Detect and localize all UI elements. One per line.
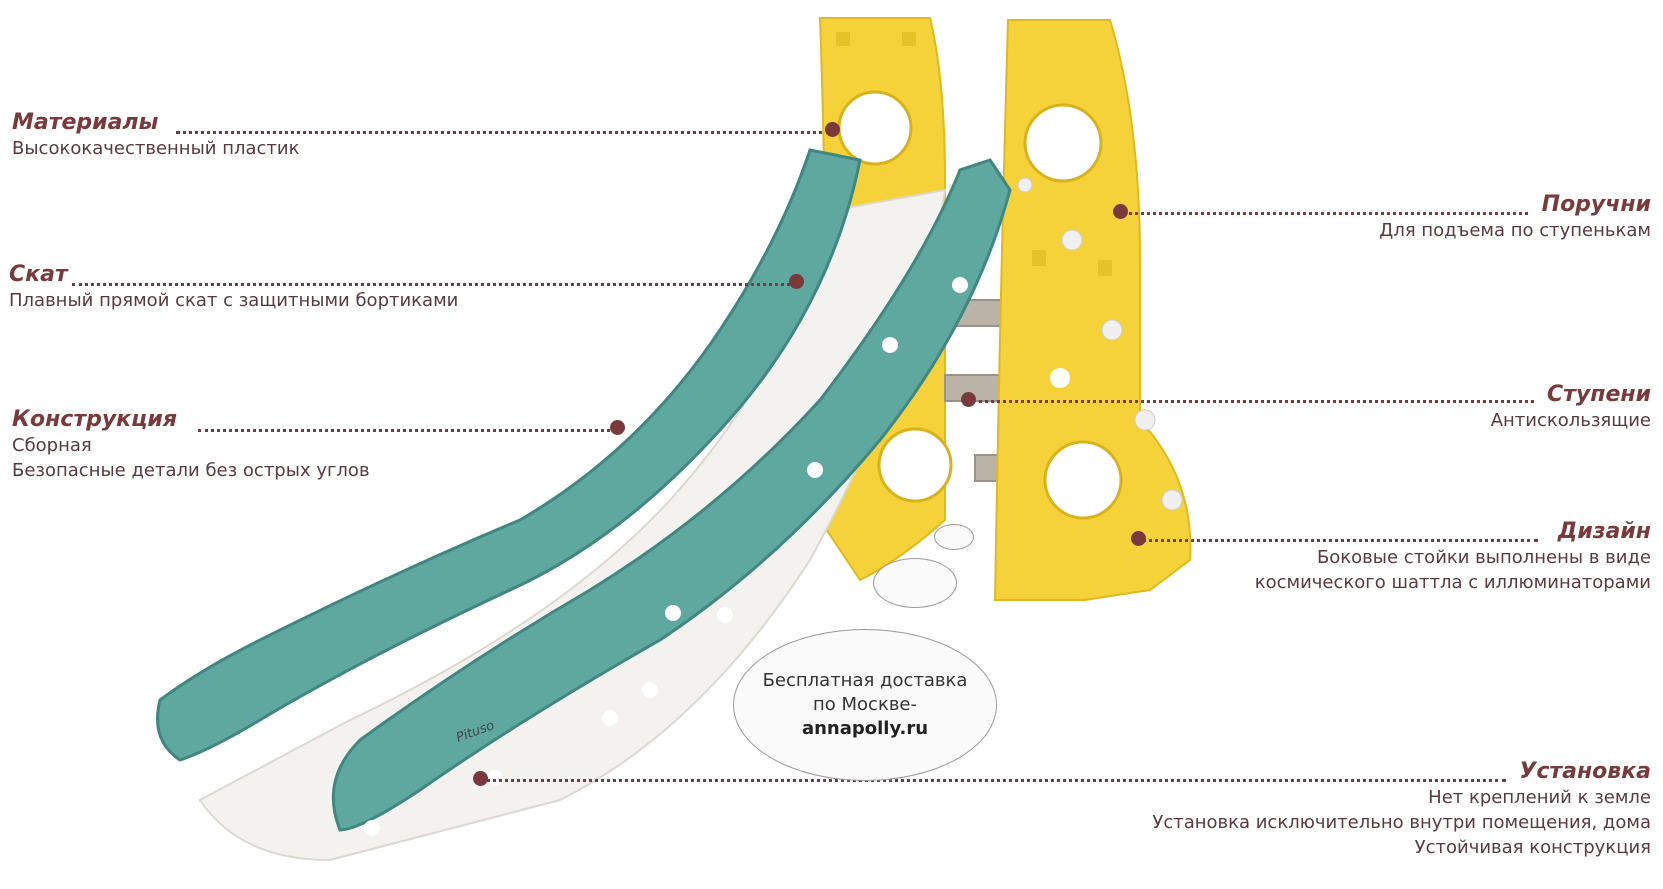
callout-steps: Ступени Антискользящие: [1491, 382, 1651, 433]
callout-installation-title: Установка: [1519, 759, 1651, 784]
callout-construction-desc-2: Безопасные детали без острых углов: [12, 460, 370, 481]
callout-handrails: Поручни Для подъема по ступенькам: [1379, 192, 1651, 243]
thought-bubble-medium: [873, 558, 957, 608]
marker-construction: [610, 420, 625, 435]
callout-slope-desc: Плавный прямой скат с защитными бортикам…: [9, 290, 459, 311]
slide-left-rail: [156, 148, 862, 762]
callout-slope: Скат Плавный прямой скат с защитными бор…: [9, 262, 458, 313]
leader-handrails: [1124, 212, 1528, 215]
callout-handrails-title: Поручни: [1541, 192, 1651, 217]
callout-installation-desc-2: Установка исключительно внутри помещения…: [1152, 812, 1651, 833]
callout-handrails-desc: Для подъема по ступенькам: [1379, 220, 1651, 241]
delivery-line-1: Бесплатная доставка: [762, 670, 968, 691]
callout-slope-title: Скат: [9, 262, 68, 287]
callout-construction-desc-1: Сборная: [12, 435, 92, 456]
slide-right-rail: [331, 158, 1012, 836]
marker-design: [1131, 531, 1146, 546]
delivery-bubble[interactable]: Бесплатная доставка по Москве- annapolly…: [733, 629, 997, 781]
callout-materials-desc: Высококачественный пластик: [12, 138, 300, 159]
delivery-line-2: по Москве-: [813, 694, 917, 715]
callout-materials: Материалы Высококачественный пластик: [12, 110, 299, 161]
marker-handrails: [1113, 204, 1128, 219]
callout-materials-title: Материалы: [12, 110, 159, 135]
marker-installation: [473, 771, 488, 786]
leader-construction: [198, 429, 616, 432]
callout-construction: Конструкция Сборная Безопасные детали бе…: [12, 407, 370, 483]
callout-steps-title: Ступени: [1547, 382, 1651, 407]
callout-steps-desc: Антискользящие: [1490, 410, 1651, 431]
leader-materials: [176, 131, 830, 134]
thought-bubble-small: [934, 524, 974, 550]
callout-design: Дизайн Боковые стойки выполнены в виде к…: [1255, 519, 1651, 595]
leader-steps: [972, 400, 1534, 403]
marker-materials: [825, 122, 840, 137]
callout-installation-desc-3: Устойчивая конструкция: [1414, 837, 1651, 858]
callout-design-desc-1: Боковые стойки выполнены в виде: [1316, 547, 1651, 568]
callout-installation-desc-1: Нет креплений к земле: [1428, 787, 1651, 808]
callout-installation: Установка Нет креплений к земле Установк…: [1152, 759, 1651, 860]
leader-installation: [486, 779, 1506, 782]
leader-design: [1142, 539, 1538, 542]
delivery-site-link[interactable]: annapolly.ru: [801, 718, 929, 739]
front-rocket-panel: [993, 19, 1192, 601]
callout-design-desc-2: космического шаттла с иллюминаторами: [1254, 572, 1651, 593]
marker-slope: [789, 274, 804, 289]
marker-steps: [961, 392, 976, 407]
leader-slope: [72, 283, 796, 286]
callout-construction-title: Конструкция: [12, 407, 177, 432]
callout-design-title: Дизайн: [1557, 519, 1651, 544]
